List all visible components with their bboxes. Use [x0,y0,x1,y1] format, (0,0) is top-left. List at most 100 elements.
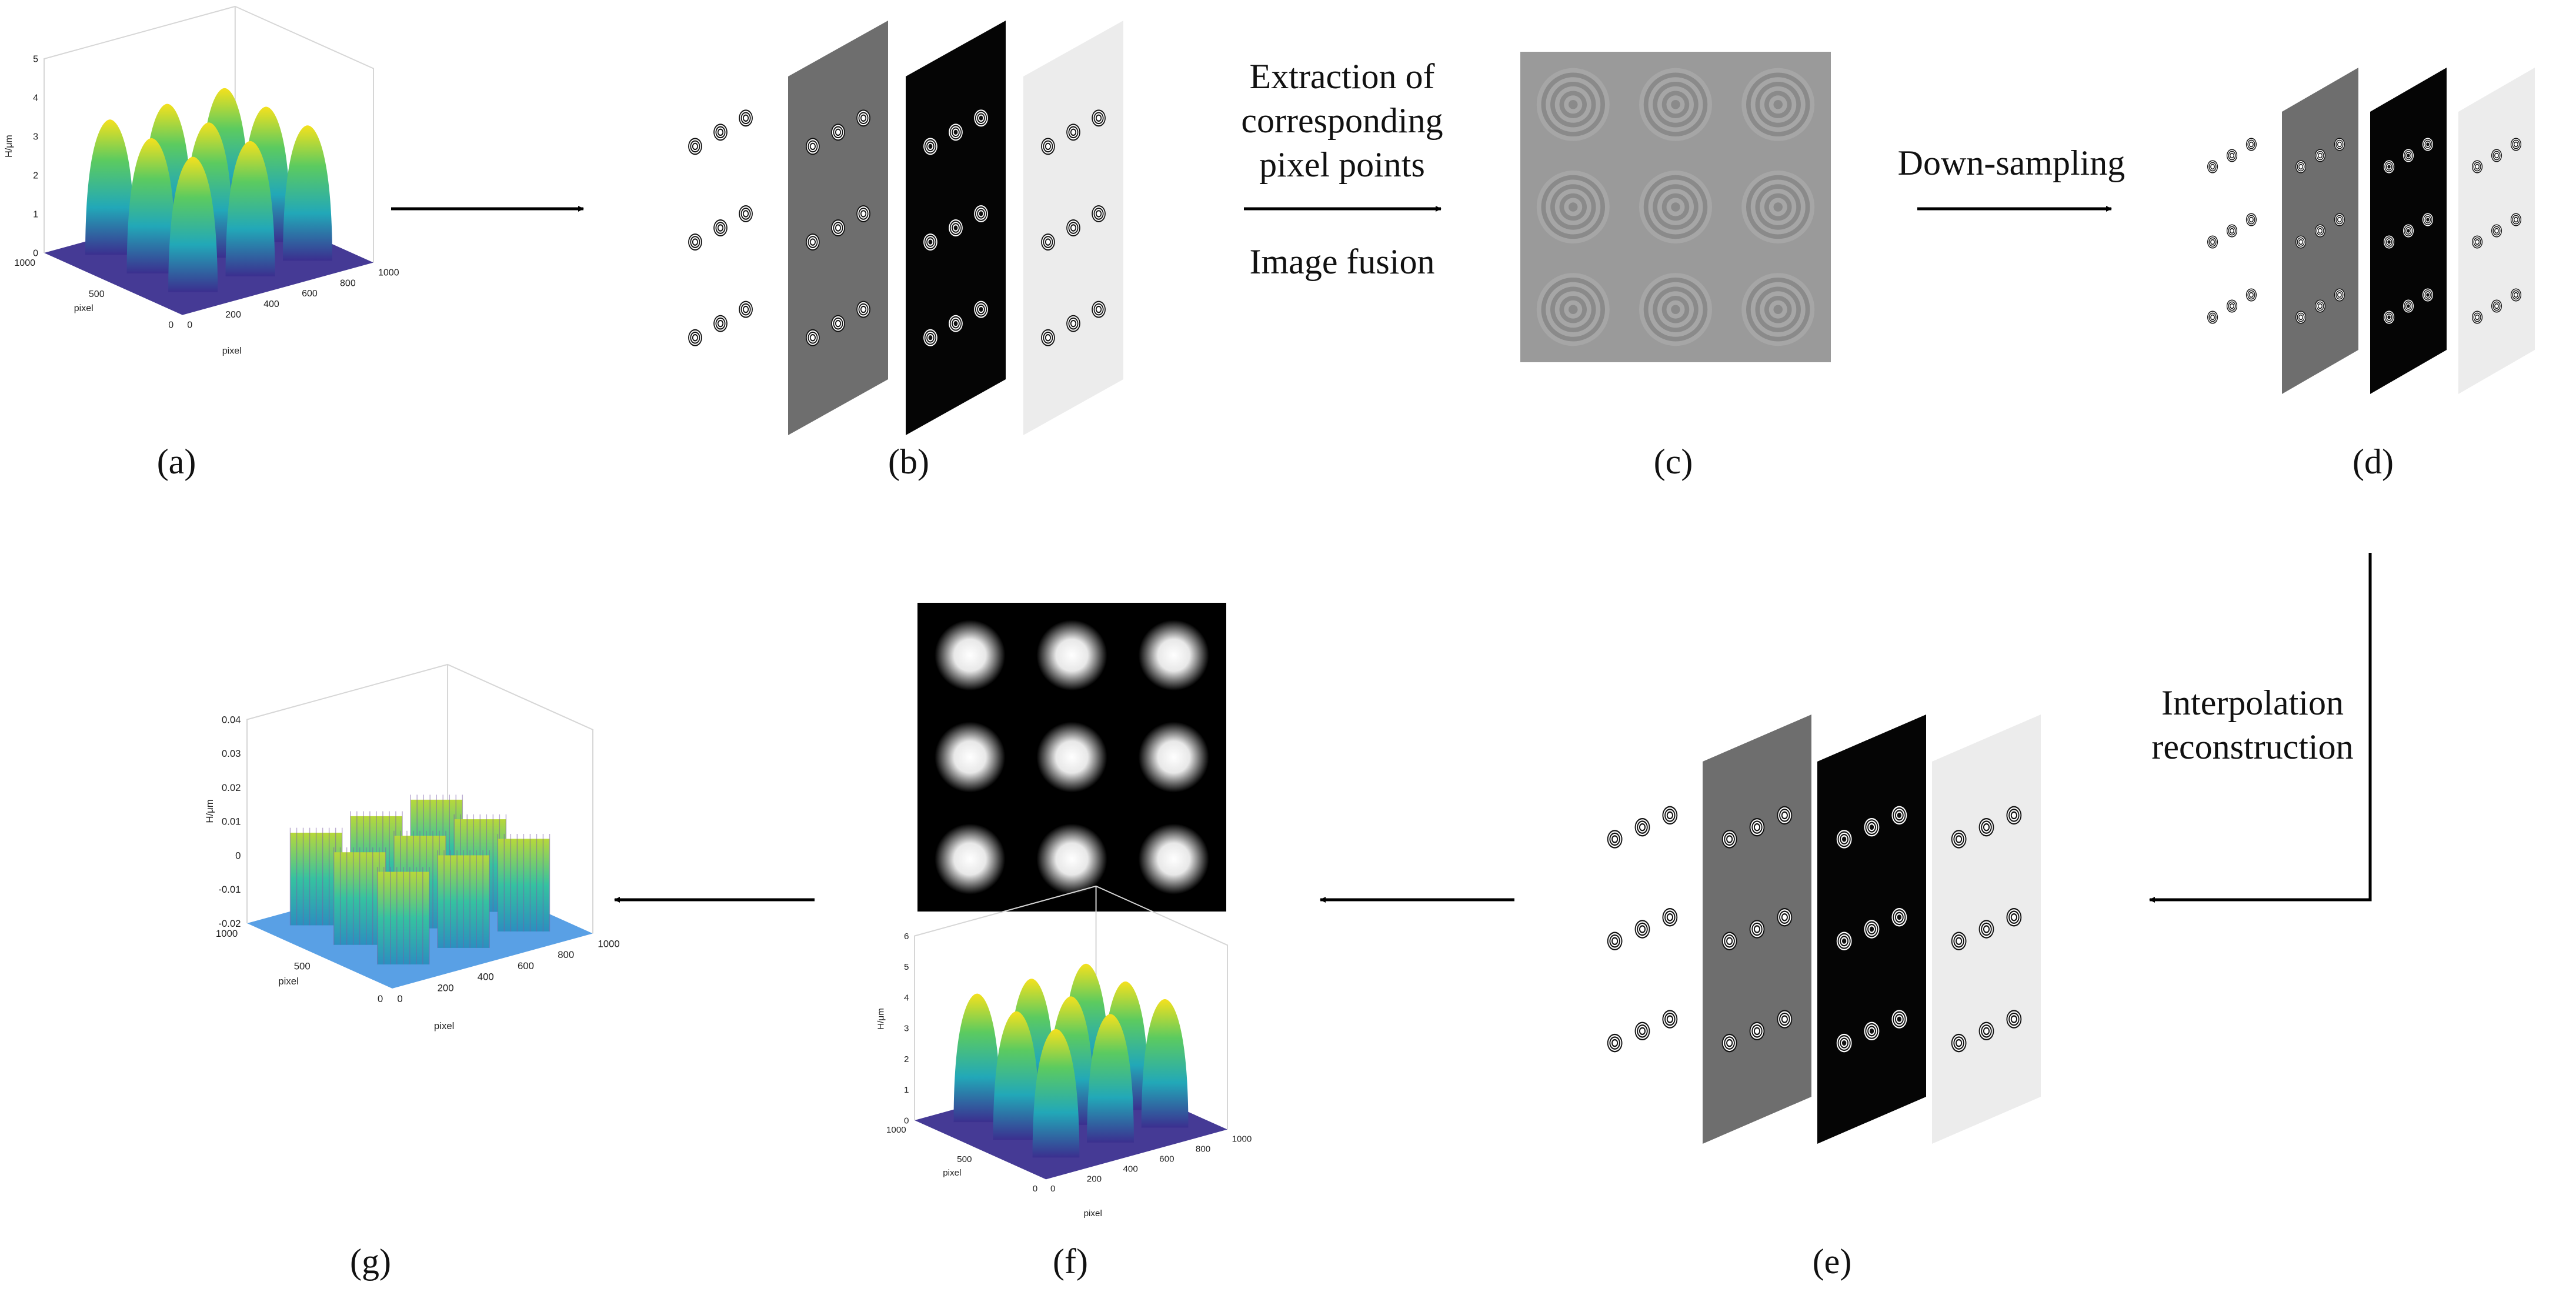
right-tick-label: 200 [438,982,454,993]
z-tick-label: 6 [904,932,909,942]
right-tick-label: 800 [1196,1144,1210,1154]
z-tick-label: 0.03 [222,748,241,759]
fringe-target [2422,213,2433,226]
fringe-target [2295,311,2307,324]
label-g: (g) [350,1242,391,1281]
fringe-target [713,219,728,236]
fringe-target [2403,149,2414,162]
z-tick-label: 4 [33,94,38,104]
caption-extraction-1: Extraction of [1250,57,1435,96]
fringe-target [2295,235,2307,249]
fringe-target [1721,932,1737,950]
fringe-target [2384,311,2395,324]
surface-peak [1032,1029,1080,1158]
fused-spot [1639,68,1712,141]
fringe-target [2006,1010,2022,1029]
fringe-target [1092,301,1106,318]
fused-spot [1741,68,1815,141]
right-axis-label: pixel [1084,1208,1102,1218]
right-axis-label: pixel [434,1020,455,1031]
surface-peak [283,125,332,261]
depth-spot [1036,620,1107,691]
fringe-target [1662,1010,1678,1029]
fused-image-c [1520,52,1831,362]
fringe-target [2334,213,2345,226]
fringe-target [1041,233,1055,251]
fringe-target [2384,160,2395,173]
z-tick-label: 0 [235,850,241,861]
fringe-target [923,233,937,251]
fringe-target [949,315,963,332]
fringe-target [713,123,728,141]
fringe-target [831,123,845,141]
fringe-target [1777,806,1793,825]
surface-peak [953,993,1001,1123]
fringe-stack-d [2207,68,2535,394]
z-tick-label: 0 [33,249,38,259]
z-tick-label: 1 [904,1085,909,1095]
fringe-target [2491,149,2502,162]
fringe-target [1749,1021,1765,1041]
fringe-target [1607,932,1623,950]
fringe-target [2422,288,2433,302]
surface-peak [225,141,275,276]
caption-down-sampling: Down-sampling [1898,143,2125,182]
fringe-target [1634,1021,1650,1041]
fused-spot [1536,171,1610,243]
panel-black [906,21,1006,435]
z-tick-label: 0 [904,1116,909,1126]
depth-spot [1036,823,1107,894]
z-tick-label: 5 [33,55,38,65]
fringe-target [1092,109,1106,127]
right-tick-label: 200 [225,310,241,320]
fringe-target [2510,138,2521,151]
fringe-target [1041,138,1055,155]
fringe-target [2226,224,2238,238]
fringe-target [739,109,753,127]
fringe-target [1891,806,1907,825]
surface-peak [85,119,135,255]
fringe-target [1836,830,1852,849]
fringe-target [923,329,937,346]
fringe-target [2510,213,2521,226]
z-tick-label: 3 [33,132,38,142]
fringe-target [2314,224,2326,238]
surface-peak [993,1011,1040,1140]
panel-gray [1703,715,1811,1144]
fringe-target [1836,1033,1852,1053]
fringe-target [1721,1033,1737,1053]
z-tick-label: 0.04 [222,714,241,725]
label-b: (b) [888,442,929,481]
right-tick-label: 1000 [598,938,619,949]
left-tick-label: 500 [957,1154,972,1164]
right-tick-label: 600 [302,289,318,299]
fringe-target [1092,205,1106,222]
panel-light [1932,715,2041,1144]
fringe-target [1836,932,1852,950]
fringe-target [1607,830,1623,849]
right-tick-label: 600 [518,960,534,971]
fringe-target [2491,299,2502,313]
fringe-target [688,329,702,346]
left-tick-label: 0 [1033,1184,1037,1194]
panel-gray [2282,68,2358,394]
caption-interpolation-1: Interpolation [2161,683,2344,722]
z-tick-label: 5 [904,962,909,972]
z-tick-label: 3 [904,1024,909,1034]
fringe-target [1749,920,1765,939]
fused-spot [1741,171,1815,243]
arrow-d-to-e [2149,553,2372,903]
fringe-target [1951,1033,1967,1053]
fringe-target [2226,299,2238,313]
panel-bare [2207,138,2257,324]
right-axis-label: pixel [222,346,242,356]
panel-light [2458,68,2535,394]
fringe-target [2510,288,2521,302]
fringe-target [831,219,845,236]
label-f: (f) [1053,1242,1088,1281]
left-axis-label: pixel [74,303,94,313]
fused-spot [1536,68,1610,141]
fringe-target [1864,920,1880,939]
fused-spot [1741,273,1815,346]
fringe-target [949,219,963,236]
